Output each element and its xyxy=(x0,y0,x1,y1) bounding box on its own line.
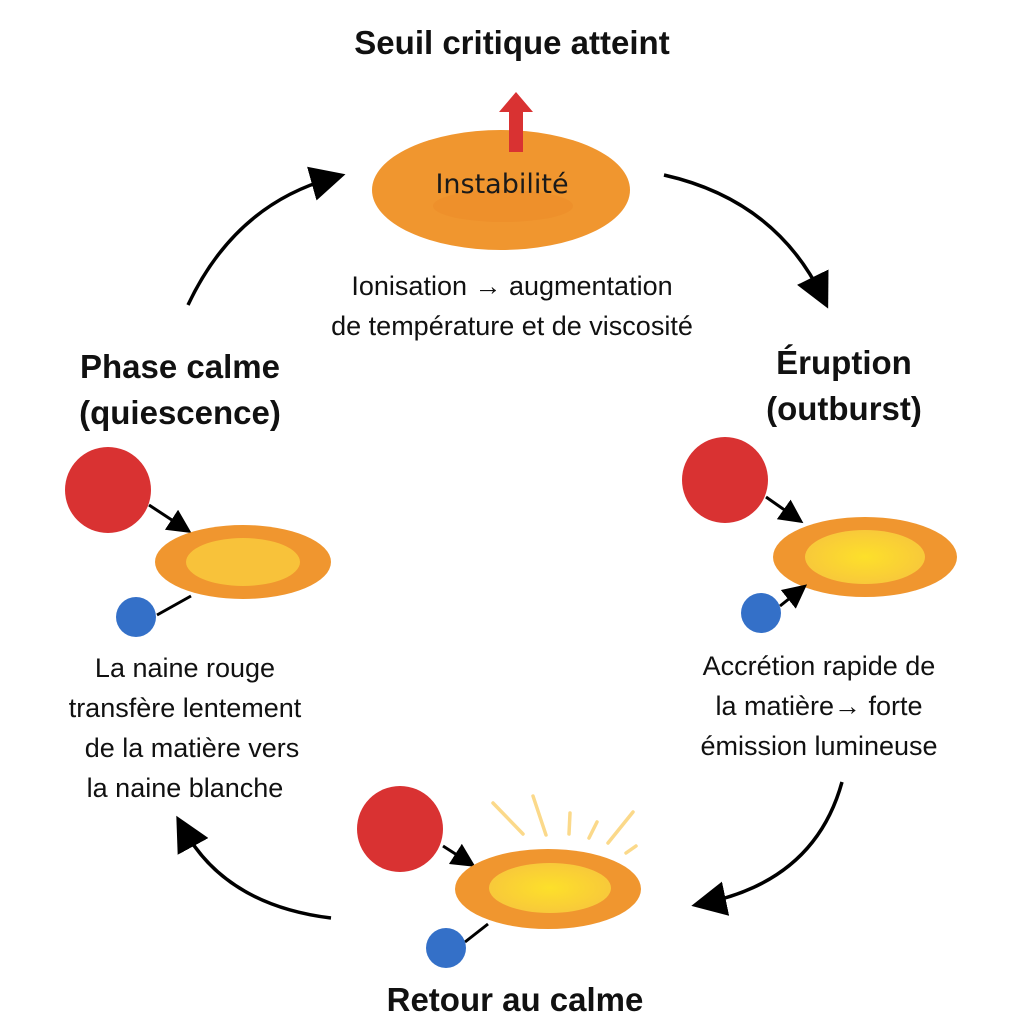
eruption-description: Accrétion rapide de la matière→ forte ém… xyxy=(664,646,974,766)
red-dwarf xyxy=(65,447,151,533)
red-dwarf xyxy=(682,437,768,523)
eruption-system xyxy=(682,437,957,633)
threshold-arrow-icon xyxy=(499,92,533,152)
heading-line: (quiescence) xyxy=(79,394,281,431)
description-line: de température et de viscosité xyxy=(331,311,693,341)
instability-disk: Instabilité xyxy=(372,130,630,250)
eruption-heading: Éruption (outburst) xyxy=(694,340,994,432)
cycle-arrow-instability-to-eruption xyxy=(663,173,829,309)
description-line: La naine rouge xyxy=(94,653,276,683)
instability-label: Instabilité xyxy=(435,169,568,200)
light-rays-icon xyxy=(491,794,638,855)
top-heading: Seuil critique atteint xyxy=(354,24,670,61)
description-line: Accrétion rapide de xyxy=(702,651,936,681)
description-line: Ionisation → augmentation xyxy=(351,271,673,301)
description-line: la matière→ forte xyxy=(715,691,923,721)
return-system xyxy=(357,786,641,968)
white-dwarf xyxy=(426,928,466,968)
heading-line: Éruption xyxy=(776,344,912,381)
description-line: transfère lentement xyxy=(68,693,302,723)
instability-description: Ionisation → augmentation de température… xyxy=(262,266,762,346)
red-dwarf xyxy=(357,786,443,872)
cycle-arrow-eruption-to-return xyxy=(691,781,844,916)
heading-line: Phase calme xyxy=(80,348,280,385)
heading-line: (outburst) xyxy=(766,390,922,427)
description-line: de la matière vers xyxy=(84,733,300,763)
white-dwarf xyxy=(116,597,156,637)
cycle-arrow-return-to-calm xyxy=(176,815,332,920)
return-heading: Retour au calme xyxy=(386,981,644,1018)
cycle-arrow-calm-to-instability xyxy=(186,166,346,306)
description-line: émission lumineuse xyxy=(700,731,938,761)
quiescence-description: La naine rouge transfère lentement de la… xyxy=(30,648,340,808)
quiescence-system xyxy=(65,447,331,637)
description-line: la naine blanche xyxy=(86,773,284,803)
quiescence-heading: Phase calme (quiescence) xyxy=(30,344,330,436)
white-dwarf xyxy=(741,593,781,633)
